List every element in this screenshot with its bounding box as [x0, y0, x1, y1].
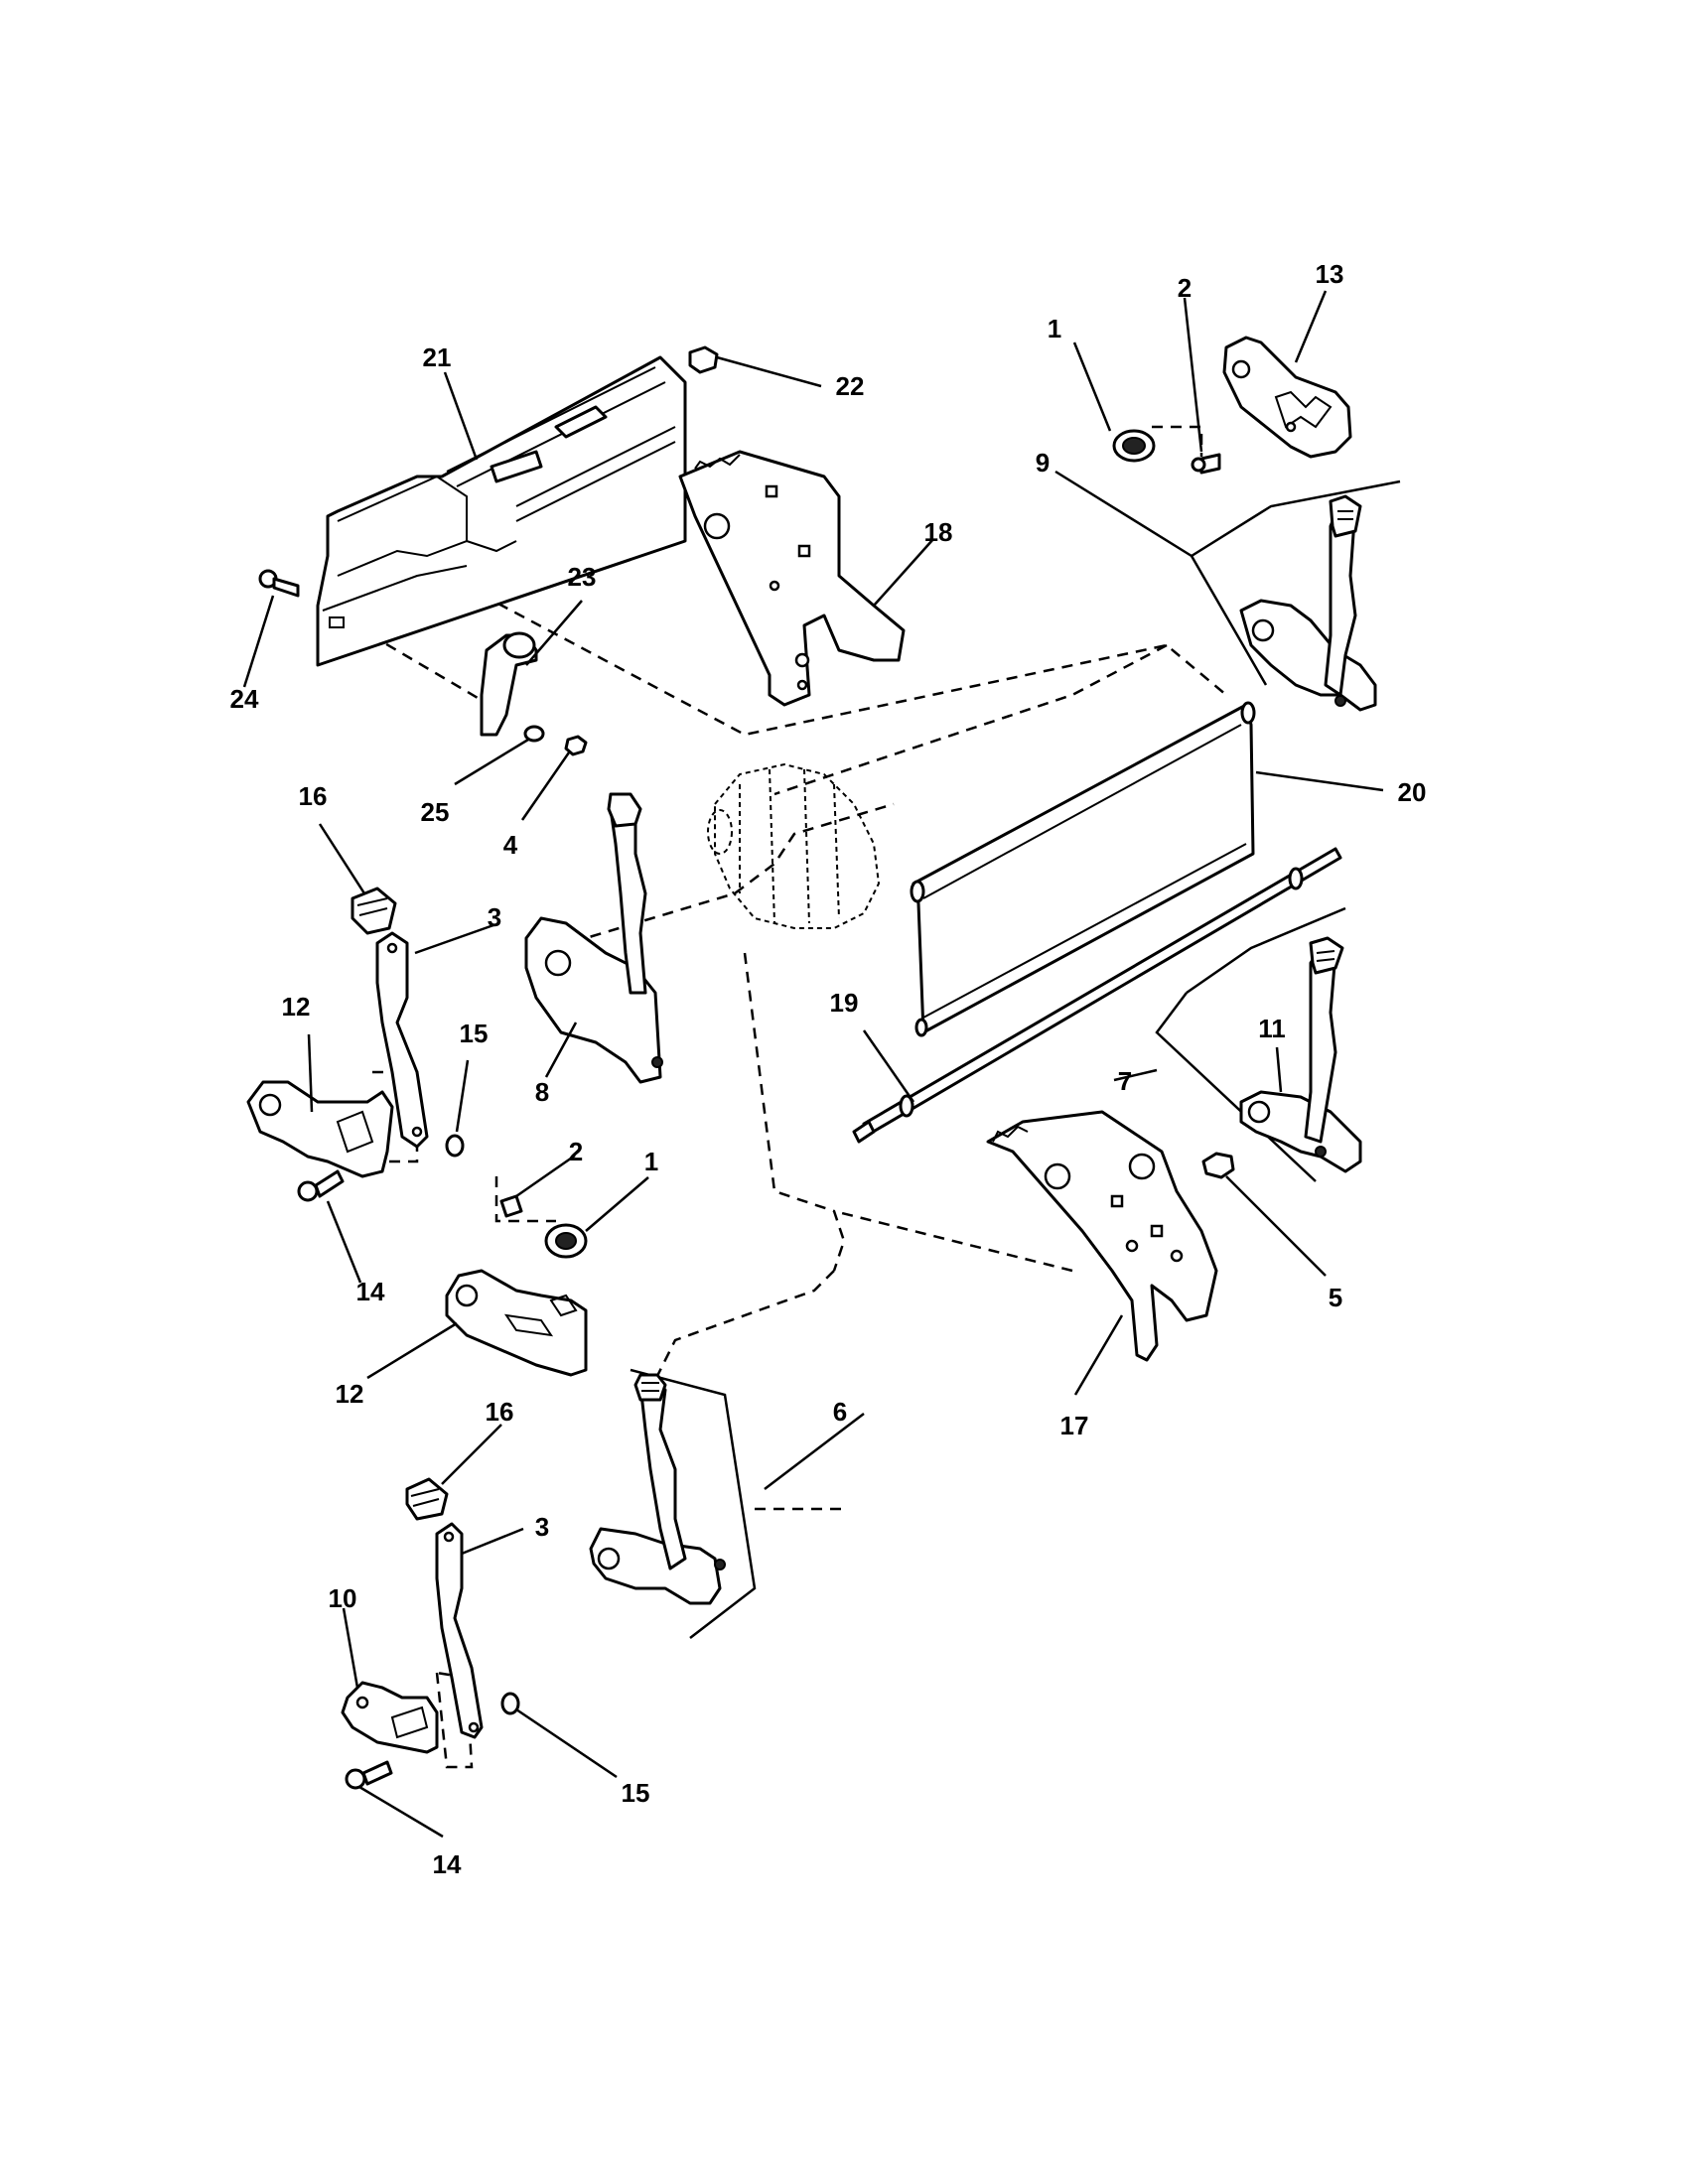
part-18-side-plate	[678, 450, 906, 707]
callout-16-upper: 16	[299, 781, 328, 811]
callout-13: 13	[1316, 259, 1344, 289]
part-4-nut	[564, 735, 588, 756]
callout-19: 19	[830, 988, 859, 1018]
callout-7: 7	[1118, 1066, 1132, 1096]
part-13-plate	[1222, 336, 1352, 459]
callout-6: 6	[833, 1397, 847, 1427]
callout-5: 5	[1329, 1283, 1342, 1312]
part-3-link-lower	[435, 1522, 484, 1739]
callout-4: 4	[503, 830, 518, 860]
callout-21: 21	[423, 342, 452, 372]
part-9-lever-assembly	[1190, 479, 1401, 712]
callouts: 1 2 13 9 21 22 18 24 23 25 4 20 16 3 8 1…	[230, 259, 1427, 1879]
part-14-bolt-lower	[345, 1760, 393, 1790]
part-8-lever	[524, 792, 663, 1084]
part-12-plate-lower	[445, 1269, 588, 1377]
callout-12-upper: 12	[282, 992, 311, 1022]
part-1-bearing-lower	[544, 1223, 588, 1259]
part-5-nut	[1201, 1152, 1235, 1179]
part-3-link-upper	[375, 931, 429, 1149]
part-23-small-bracket	[480, 631, 538, 737]
callout-2-top: 2	[1178, 273, 1192, 303]
part-7-lever-assembly	[1155, 906, 1362, 1182]
callout-10: 10	[329, 1583, 357, 1613]
part-25-washer	[523, 725, 545, 743]
callout-3-upper: 3	[488, 902, 501, 932]
part-16-clip-lower	[405, 1477, 449, 1521]
callout-14-lower: 14	[433, 1849, 462, 1879]
part-6-lever-assembly	[589, 1368, 757, 1639]
part-10-bracket	[341, 1681, 439, 1754]
callout-22: 22	[836, 371, 865, 401]
callout-11: 11	[1258, 1014, 1286, 1043]
callout-3-lower: 3	[535, 1512, 549, 1542]
callout-14-upper: 14	[356, 1277, 385, 1306]
part-12-bracket-upper	[246, 1080, 394, 1178]
callout-17: 17	[1060, 1411, 1089, 1440]
part-1-bearing-top	[1112, 429, 1156, 463]
callout-1-lower: 1	[644, 1147, 658, 1176]
alternator	[707, 762, 881, 929]
callout-1-top: 1	[1048, 314, 1061, 343]
callout-24: 24	[230, 684, 259, 714]
callout-12-lower: 12	[336, 1379, 364, 1409]
leader-lines	[242, 290, 1384, 1839]
callout-9: 9	[1036, 448, 1050, 478]
callout-23: 23	[568, 562, 597, 592]
callout-15-lower: 15	[622, 1778, 650, 1808]
part-14-bolt-upper	[297, 1169, 345, 1202]
part-17-side-plate	[986, 1110, 1218, 1362]
part-15-washer-lower	[500, 1692, 520, 1715]
callout-2-lower: 2	[569, 1137, 583, 1166]
callout-18: 18	[924, 517, 953, 547]
part-15-washer-upper	[445, 1134, 465, 1158]
callout-16-lower: 16	[486, 1397, 514, 1427]
part-2-screw-top	[1191, 453, 1221, 475]
callout-25: 25	[421, 797, 450, 827]
part-20-panel	[910, 701, 1256, 1037]
callout-8: 8	[535, 1077, 549, 1107]
part-22-nut	[688, 345, 719, 374]
part-16-clip-upper	[351, 887, 397, 935]
callout-20: 20	[1398, 777, 1427, 807]
part-24-bolt	[258, 569, 300, 598]
part-2-screw-lower	[499, 1194, 523, 1218]
callout-15-upper: 15	[460, 1019, 489, 1048]
part-21-rail-bracket	[316, 355, 687, 667]
part-19-shaft	[852, 847, 1342, 1144]
